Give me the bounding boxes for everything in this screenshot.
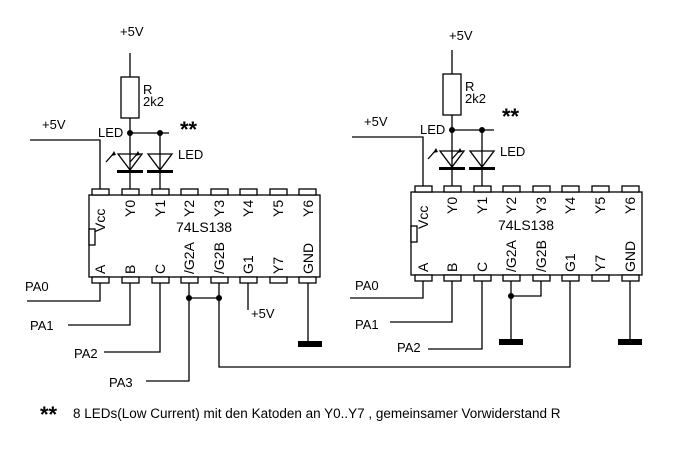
left-chip-notch: [88, 228, 96, 246]
right-wire-pa2: [428, 281, 483, 350]
right-pin-label: Vcc: [415, 206, 431, 229]
right-wire-pa1: [390, 281, 453, 323]
left-pin-label: Y6: [300, 200, 316, 217]
left-resistor-name: R: [143, 82, 152, 97]
right-junction-dot: [508, 293, 514, 299]
right-g2-ground-icon: [499, 339, 523, 345]
right-pin-label: Y5: [592, 197, 608, 214]
right-pin-label: GND: [622, 241, 638, 272]
left-top-pins: [91, 188, 317, 196]
right-marker: **: [502, 104, 520, 129]
footnote-marker: **: [40, 402, 58, 427]
right-led-label: LED: [500, 144, 525, 159]
left-input-label-pa1: PA1: [30, 318, 54, 333]
left-junction-dot: [186, 295, 192, 301]
left-pin-label: Y4: [240, 200, 256, 217]
left-pin-label: GND: [300, 243, 316, 274]
right-pin-label: Y7: [592, 255, 608, 272]
left-pin-label: Vcc: [92, 209, 108, 232]
right-top-pins: [414, 185, 640, 193]
right-supply-label: +5V: [449, 28, 473, 43]
left-pin-label: G1: [240, 255, 256, 274]
left-input-label-pa3: PA3: [109, 375, 133, 390]
left-pin-label: Y0: [122, 200, 138, 217]
left-wire-pa2: [104, 283, 161, 353]
left-led-icon: [146, 153, 174, 173]
left-pin-label: A: [92, 264, 108, 274]
left-pin-label: Y2: [181, 200, 197, 217]
right-vcc-supply-label: +5V: [364, 114, 388, 129]
left-vcc-wire: [30, 139, 101, 189]
right-wire-pa0: [350, 281, 424, 299]
right-g2b-wire: [511, 281, 542, 297]
footnote-text: 8 LEDs(Low Current) mit den Katoden an Y…: [73, 406, 561, 421]
left-circuit: +5V R 2k2 LED ** LED +5V: [25, 24, 571, 390]
right-pin-label: B: [444, 263, 460, 272]
left-vcc-supply-label: +5V: [42, 117, 66, 132]
right-circuit: +5V R 2k2 LED ** LED +5V 74LS138: [350, 28, 643, 355]
left-input-label-pa2: PA2: [74, 346, 98, 361]
right-pin-label: /G2B: [533, 240, 549, 272]
left-led-node-label: LED: [98, 125, 123, 140]
right-led-node-label: LED: [420, 122, 445, 137]
right-input-label-pa1: PA1: [355, 317, 379, 332]
right-input-label-pa2: PA2: [397, 340, 421, 355]
right-bottom-pins: [414, 274, 640, 282]
left-g1-supply-label: +5V: [251, 306, 275, 321]
left-wire-pa0: [27, 283, 101, 302]
left-junction-dot: [127, 130, 133, 136]
right-junction-dot: [449, 127, 455, 133]
cross-chip-select-wire: [218, 281, 571, 368]
right-pin-label: Y3: [533, 197, 549, 214]
left-pin-label: /G2B: [211, 242, 227, 274]
right-led-icon: [468, 150, 496, 170]
left-pin-label: C: [152, 264, 168, 274]
left-ground-icon: [298, 341, 322, 347]
left-input-label-pa0: PA0: [25, 279, 49, 294]
right-pin-label: Y6: [622, 197, 638, 214]
left-pin-label: Y3: [211, 200, 227, 217]
left-led-label: LED: [178, 147, 203, 162]
right-pin-label: Y0: [444, 197, 460, 214]
right-pin-label: Y2: [503, 197, 519, 214]
left-chip-part: 74LS138: [176, 219, 232, 235]
right-resistor-name: R: [465, 79, 474, 94]
left-marker: **: [180, 117, 198, 142]
left-chip-body: [88, 194, 321, 278]
left-pin-label: Y5: [270, 200, 286, 217]
left-resistor: [120, 76, 140, 119]
right-ground-icon: [618, 339, 642, 345]
right-pin-label: G1: [562, 253, 578, 272]
left-supply-label: +5V: [120, 24, 144, 39]
left-pin-label: Y7: [270, 257, 286, 274]
right-chip-notch: [410, 225, 418, 243]
right-pin-label: A: [415, 262, 431, 272]
left-wire-pa3: [146, 283, 190, 382]
left-bottom-pins: [91, 276, 317, 284]
right-led-icon: [427, 148, 466, 170]
left-pin-label: Y1: [152, 200, 168, 217]
right-pin-label: /G2A: [503, 239, 519, 272]
right-chip-part: 74LS138: [498, 217, 554, 233]
right-pin-label: Y4: [562, 197, 578, 214]
right-pin-label: Y1: [474, 197, 490, 214]
left-pin-label: B: [122, 265, 138, 274]
right-vcc-wire: [352, 136, 424, 186]
left-led-icon: [105, 151, 144, 173]
left-pin-label: /G2A: [181, 241, 197, 274]
right-resistor: [442, 73, 462, 116]
right-input-label-pa0: PA0: [355, 278, 379, 293]
right-pin-label: C: [474, 262, 490, 272]
left-wire-pa1: [68, 283, 131, 326]
right-resistor-value: 2k2: [465, 91, 486, 106]
left-resistor-value: 2k2: [143, 94, 164, 109]
right-chip-body: [410, 191, 643, 276]
